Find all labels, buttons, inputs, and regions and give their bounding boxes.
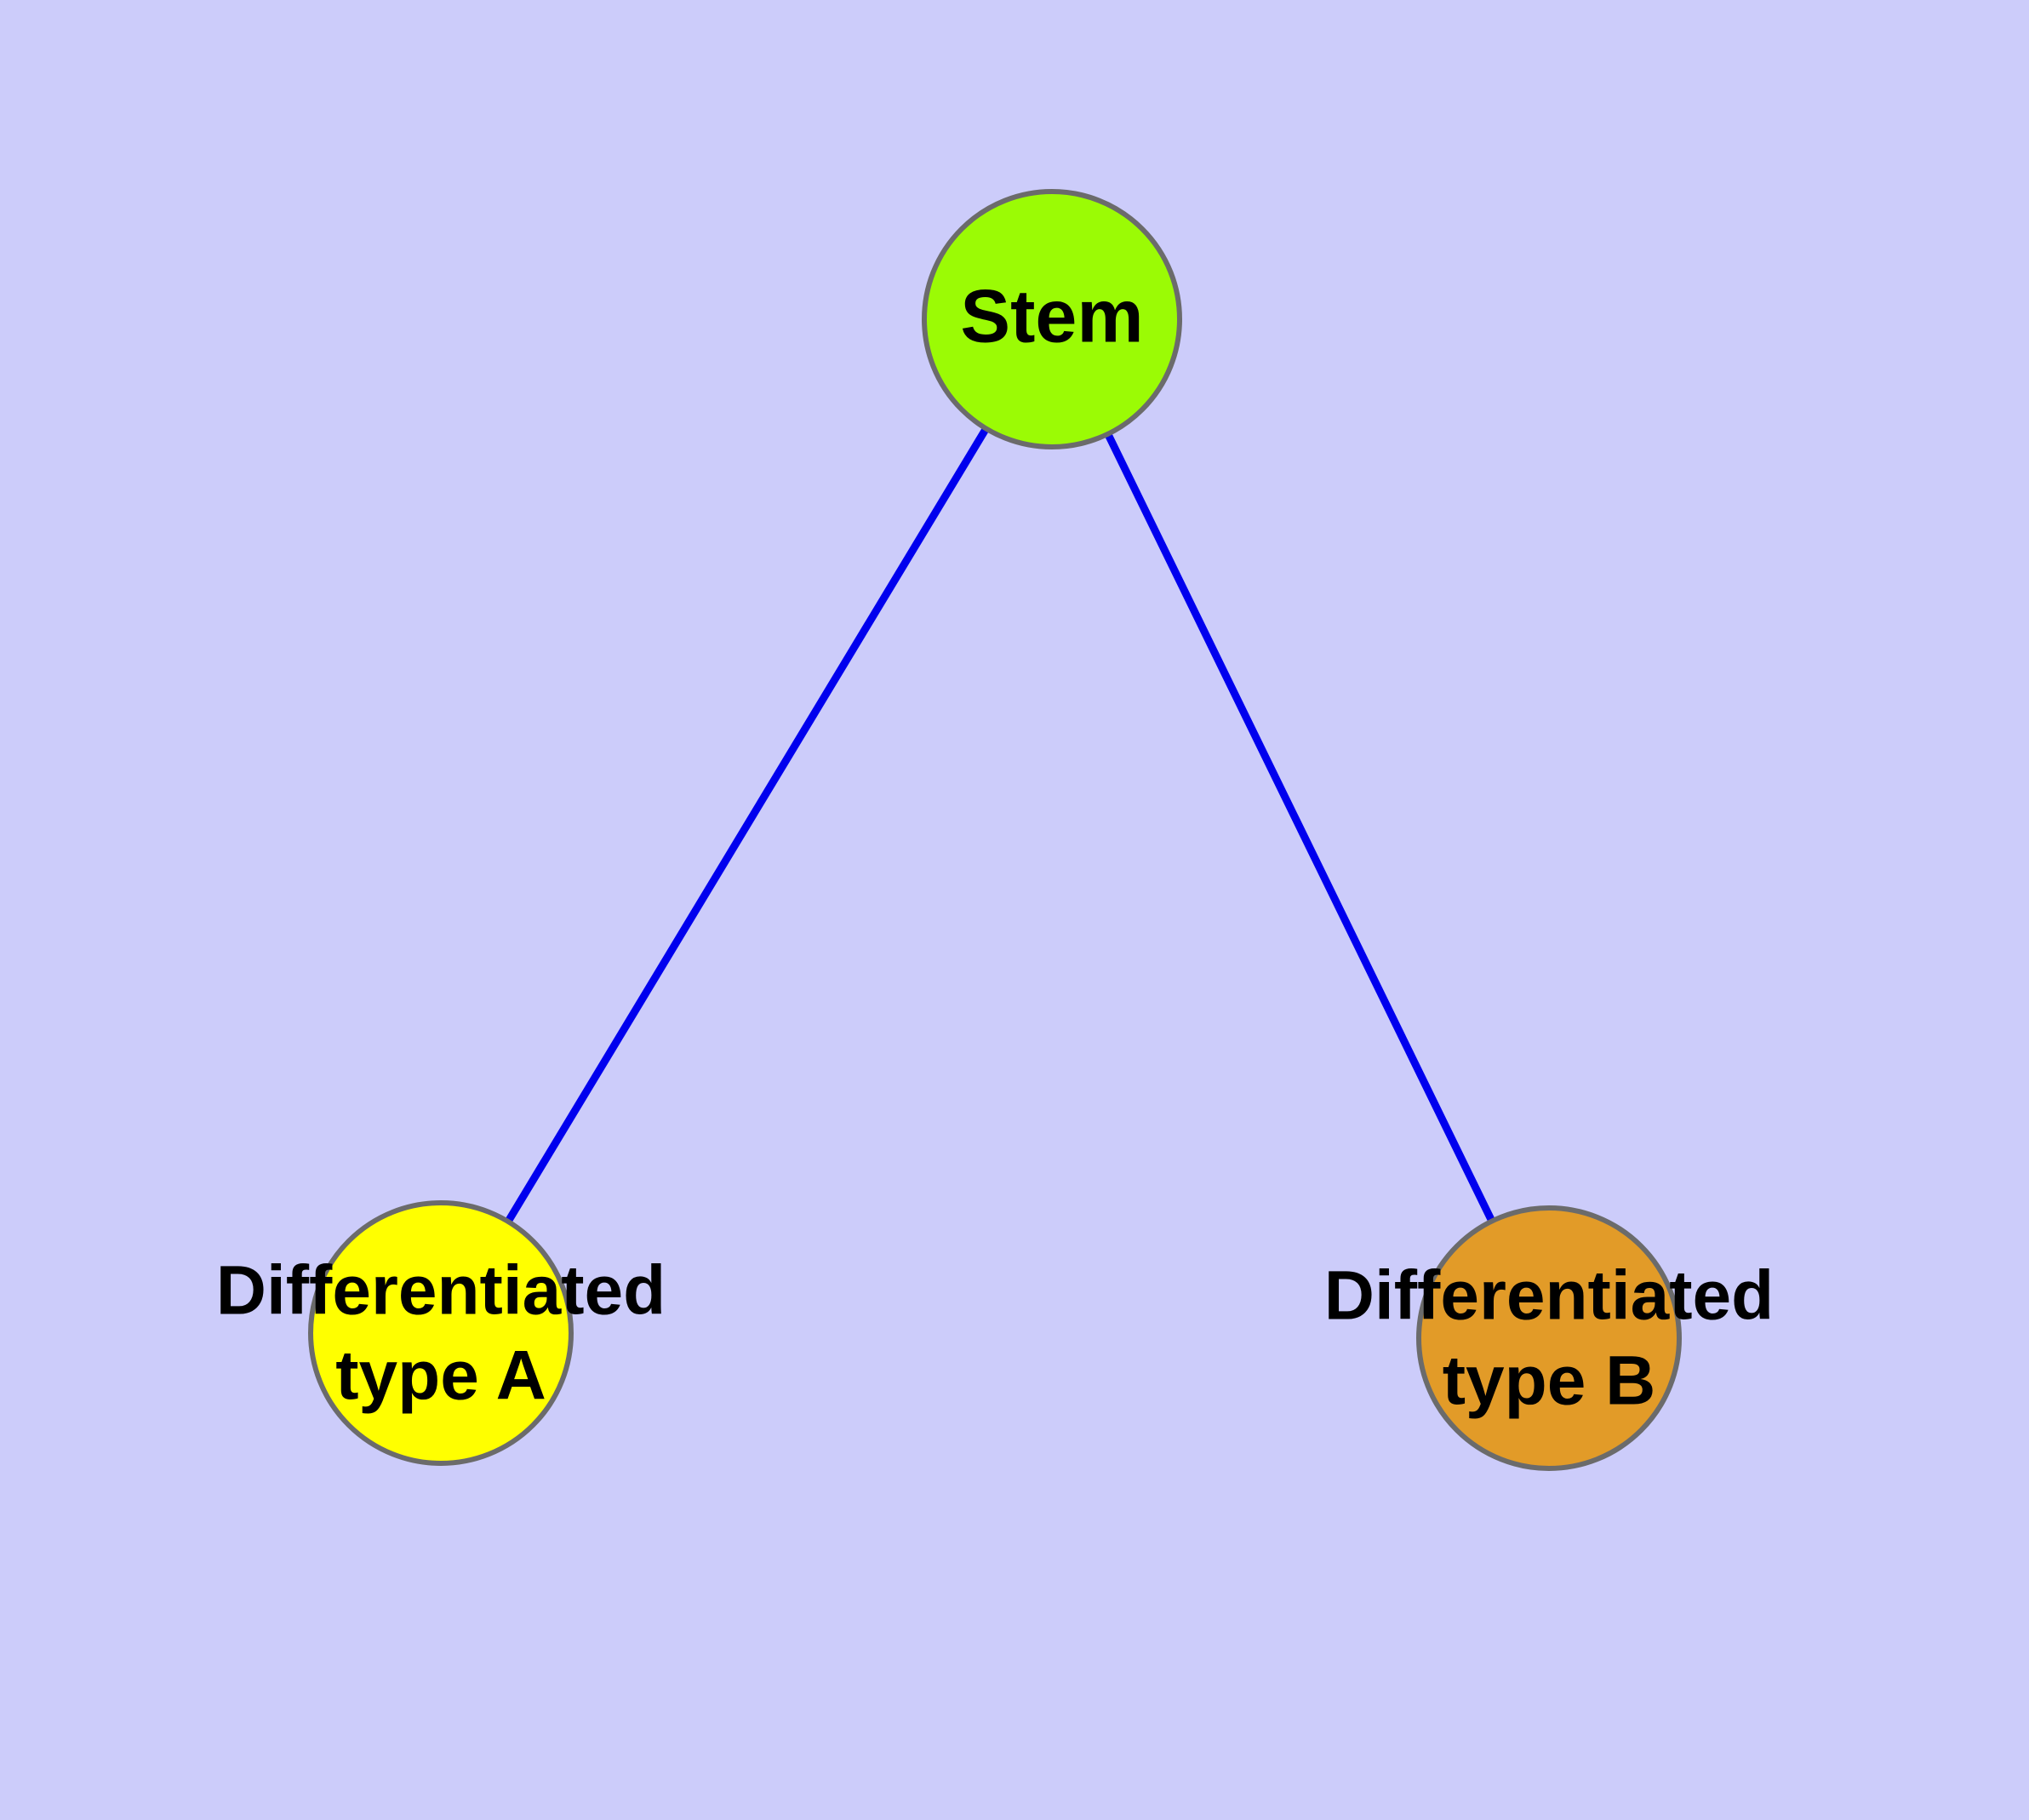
node-differentiated-type-a-circle[interactable] [308,1200,574,1466]
node-differentiated-type-b-label-line2: type B [1443,1342,1656,1420]
node-differentiated-type-a-label-line2: type A [335,1337,546,1415]
node-stem[interactable] [922,189,1182,449]
node-differentiated-type-b-circle[interactable] [1416,1205,1682,1471]
label-layer: Stem Differentiated type A Differentiate… [216,273,1775,1419]
node-differentiated-type-a[interactable] [308,1200,574,1466]
node-layer [308,189,1682,1471]
node-differentiated-type-b[interactable] [1416,1205,1682,1471]
node-stem-label: Stem [960,273,1143,358]
edge-stem-to-differentiated-type-b[interactable] [1048,318,1553,1340]
node-stem-circle[interactable] [922,189,1182,449]
edge-stem-to-differentiated-type-a[interactable] [437,317,1055,1336]
node-differentiated-type-a-label-line1: Differentiated [216,1252,666,1330]
node-differentiated-type-b-label-line1: Differentiated [1324,1257,1775,1335]
edge-layer [437,317,1553,1340]
